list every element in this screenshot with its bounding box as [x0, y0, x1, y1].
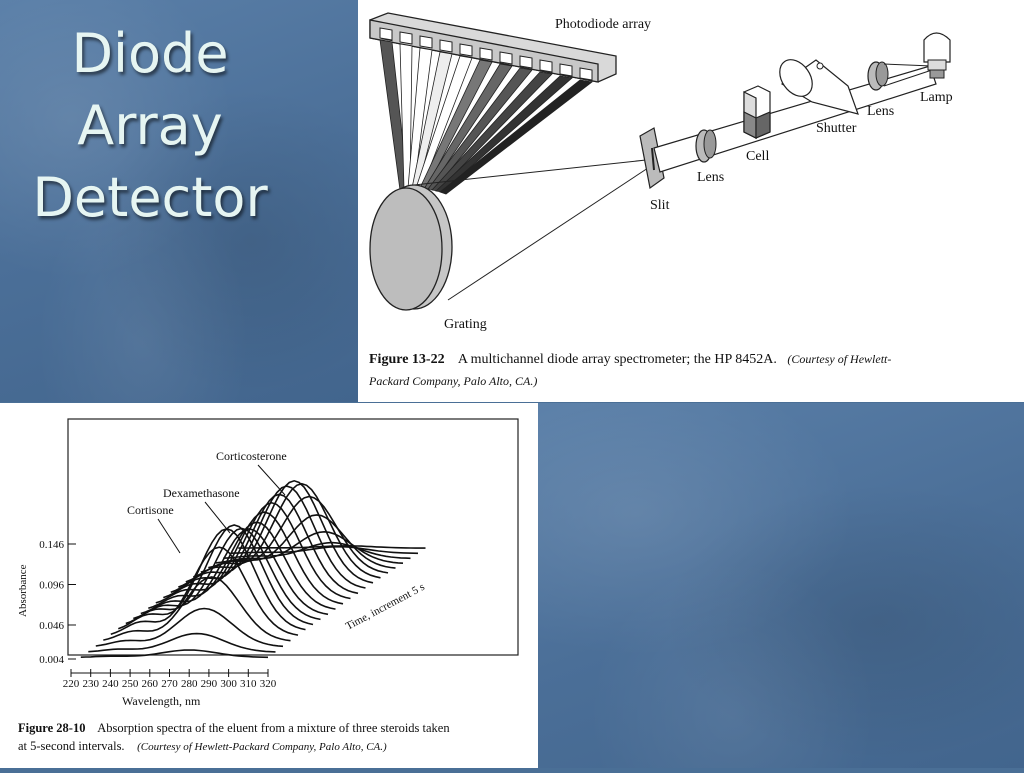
figure1-caption-text: A multichannel diode array spectrometer;…	[457, 352, 777, 367]
title-line-3: Detector	[32, 166, 268, 229]
spectrum-trace	[185, 479, 374, 584]
light-ray-upper	[413, 159, 647, 186]
label-cell: Cell	[746, 149, 769, 164]
x-tick-label: 300	[220, 678, 237, 690]
sample-cell	[743, 85, 771, 139]
figure2-credit: (Courtesy of Hewlett-Packard Company, Pa…	[137, 741, 387, 753]
leader-dexamethasone	[204, 501, 231, 534]
x-tick-label: 310	[240, 678, 257, 690]
annotation-dexamethasone: Dexamethasone	[163, 486, 240, 500]
y-tick-label: 0.146	[39, 539, 64, 551]
x-tick-label: 220	[63, 678, 80, 690]
background-texture-bottom-right	[538, 403, 1024, 768]
spectrum-trace	[140, 527, 329, 616]
spectrum-trace	[148, 521, 336, 610]
spectrometer-figure: Photodiode array Lamp Lens Shutter Cell …	[358, 0, 1024, 402]
lens-right	[867, 61, 889, 91]
spectrum-trace	[178, 485, 366, 589]
spectrum-trace	[125, 524, 314, 626]
annotation-cortisone: Cortisone	[127, 503, 174, 517]
spectrum-trace	[80, 649, 269, 659]
lens-left	[695, 129, 717, 163]
y-tick-label: 0.046	[39, 620, 64, 632]
detector-elements	[379, 27, 593, 81]
y-axis-ticks: 0.004 0.046 0.096 0.146	[39, 539, 76, 666]
depth-axis-label: Time, increment 5 s	[344, 581, 427, 633]
figure2-caption-line2: at 5-second intervals.	[18, 739, 125, 753]
slit	[639, 127, 665, 190]
x-tick-label: 230	[82, 678, 99, 690]
x-tick-label: 290	[201, 678, 218, 690]
spectrum-trace	[238, 544, 426, 549]
label-shutter: Shutter	[816, 121, 857, 136]
label-photodiode-array: Photodiode array	[555, 17, 651, 32]
x-tick-label: 320	[260, 678, 277, 690]
spectrum-trace	[155, 511, 344, 605]
label-lens-right: Lens	[867, 104, 894, 119]
x-tick-label: 270	[161, 678, 178, 690]
figure2-caption: Figure 28-10 Absorption spectra of the e…	[18, 721, 450, 736]
label-grating: Grating	[444, 317, 487, 332]
x-tick-label: 240	[102, 678, 119, 690]
shutter	[779, 59, 859, 115]
spectrum-trace	[133, 527, 321, 621]
lamp	[883, 32, 951, 87]
x-tick-label: 280	[181, 678, 198, 690]
x-tick-label: 260	[142, 678, 159, 690]
leader-corticosterone	[257, 464, 286, 496]
grating	[369, 184, 453, 311]
spectrum-trace	[223, 541, 411, 560]
figure2-caption-second-line: at 5-second intervals. (Courtesy of Hewl…	[18, 739, 387, 754]
x-axis-label: Wavelength, nm	[122, 694, 201, 708]
annotation-corticosterone: Corticosterone	[216, 449, 287, 463]
figure2-caption-line1: Absorption spectra of the eluent from a …	[97, 721, 450, 735]
figure1-credit-line2: Packard Company, Palo Alto, CA.)	[369, 374, 538, 388]
y-tick-label: 0.004	[39, 654, 64, 666]
spectrometer-diagram: Photodiode array Lamp Lens Shutter Cell …	[369, 12, 953, 332]
label-lamp: Lamp	[920, 90, 953, 105]
label-lens-left: Lens	[697, 170, 724, 185]
light-ray-lower	[447, 167, 649, 301]
spectrum-trace	[208, 514, 396, 569]
figure1-credit-line1: (Courtesy of Hewlett-	[787, 352, 892, 366]
spectrum-trace	[215, 530, 404, 564]
spectrum-trace	[88, 632, 276, 653]
spectra-curves	[80, 479, 426, 659]
leader-cortisone	[157, 518, 181, 554]
spectrum-trace	[163, 501, 351, 600]
y-axis-label: Absorbance	[17, 564, 29, 617]
figure1-caption: Figure 13-22 A multichannel diode array …	[369, 352, 891, 368]
slide-title: Diode Array Detector	[0, 18, 300, 234]
background-texture-top-left	[0, 0, 358, 402]
chart-frame	[67, 418, 519, 656]
spectrum-trace	[170, 493, 359, 595]
spectrum-trace	[95, 607, 284, 648]
figure2-number: Figure 28-10	[18, 721, 86, 735]
spectrum-trace	[118, 528, 306, 631]
y-tick-label: 0.096	[39, 579, 64, 591]
spectrum-trace	[230, 545, 419, 555]
title-line-2: Array	[77, 94, 223, 157]
title-line-1: Diode	[71, 22, 229, 85]
figure1-credit-line2-container: Packard Company, Palo Alto, CA.)	[369, 374, 537, 389]
x-tick-label: 250	[122, 678, 139, 690]
figure1-number: Figure 13-22	[369, 352, 445, 367]
dispersed-light-beams	[379, 39, 593, 195]
label-slit: Slit	[650, 198, 670, 213]
